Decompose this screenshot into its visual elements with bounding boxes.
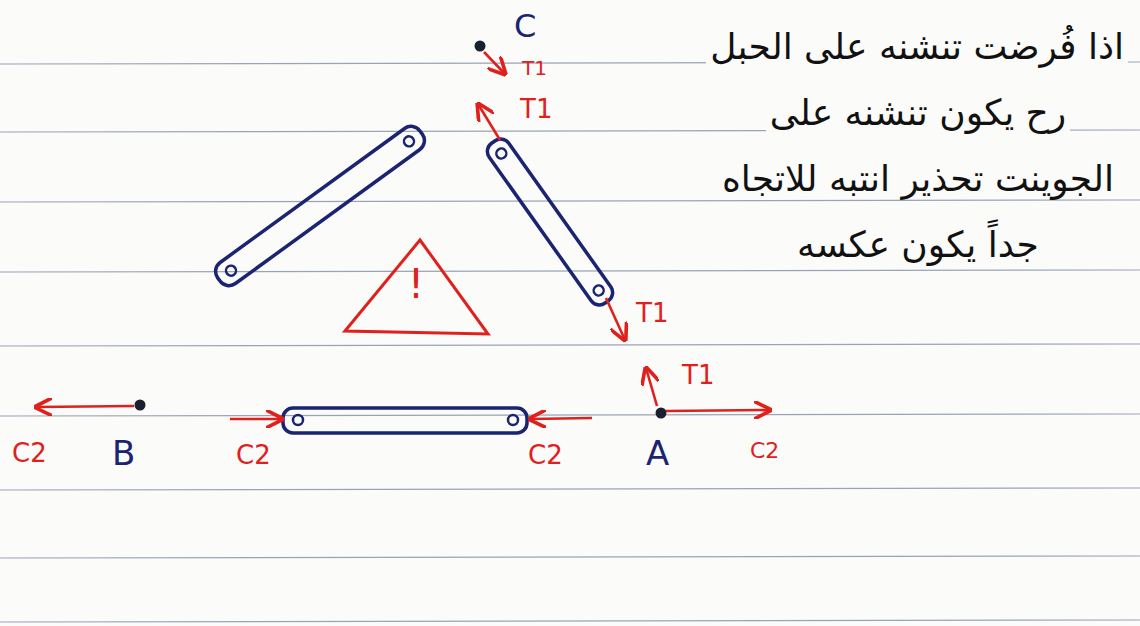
point-label: B — [112, 436, 135, 470]
notebook-lines — [0, 62, 1140, 622]
note-text: اذا فُرضت تنشنه على الحبل رح يكون تنشنه … — [706, 26, 1128, 265]
force-label: C2 — [528, 442, 563, 468]
force-label: T1 — [682, 362, 714, 388]
joint-points — [135, 41, 667, 419]
force-label: T1 — [522, 58, 547, 78]
force-label: T1 — [520, 96, 552, 122]
right-member — [483, 135, 616, 309]
force-label: T1 — [636, 300, 668, 326]
force-label: C2 — [236, 442, 271, 468]
bottom-member — [283, 408, 527, 433]
point-label: C — [514, 10, 536, 42]
point-label: A — [646, 436, 669, 470]
force-label: C2 — [750, 440, 779, 462]
force-arrows — [36, 52, 770, 419]
warning-triangle — [345, 240, 488, 334]
warning-mark: ! — [408, 264, 424, 304]
left-member — [211, 122, 429, 290]
force-label: C2 — [12, 440, 47, 466]
handwritten-note: اذا فُرضت تنشنه على الحبل رح يكون تنشنه … — [708, 14, 1128, 278]
